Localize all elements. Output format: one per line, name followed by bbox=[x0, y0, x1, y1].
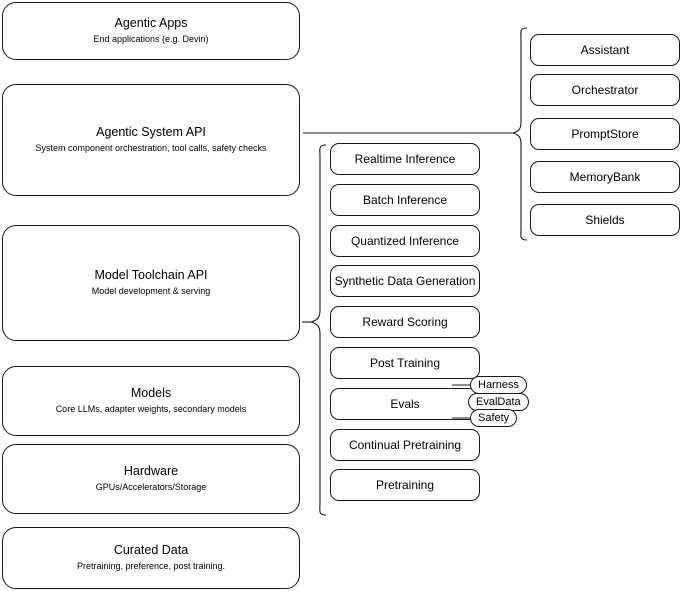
layer-agentic-apps[interactable]: Agentic Apps End applications (e.g. Devi… bbox=[2, 2, 300, 60]
system-item-label: Orchestrator bbox=[571, 83, 639, 97]
system-item-label: Shields bbox=[585, 213, 625, 227]
toolchain-item-quantized-inference[interactable]: Quantized Inference bbox=[330, 225, 480, 257]
toolchain-item-pretraining[interactable]: Pretraining bbox=[330, 469, 480, 501]
layer-subtitle: End applications (e.g. Devin) bbox=[93, 34, 209, 44]
layer-title: Agentic Apps bbox=[114, 16, 188, 30]
layer-subtitle: System component orchestration, tool cal… bbox=[35, 143, 267, 153]
toolchain-item-label: Quantized Inference bbox=[350, 234, 460, 248]
system-item-label: MemoryBank bbox=[569, 170, 641, 184]
system-item-memorybank[interactable]: MemoryBank bbox=[530, 161, 680, 193]
eval-badge-safety[interactable]: Safety bbox=[470, 409, 518, 427]
toolchain-item-label: Post Training bbox=[369, 356, 441, 370]
toolchain-item-label: Synthetic Data Generation bbox=[334, 274, 476, 288]
toolchain-item-continual-pretraining[interactable]: Continual Pretraining bbox=[330, 429, 480, 461]
system-item-orchestrator[interactable]: Orchestrator bbox=[530, 74, 680, 106]
toolchain-item-label: Realtime Inference bbox=[354, 152, 456, 166]
layer-title: Agentic System API bbox=[96, 125, 206, 139]
toolchain-item-realtime-inference[interactable]: Realtime Inference bbox=[330, 143, 480, 175]
layer-model-toolchain-api[interactable]: Model Toolchain API Model development & … bbox=[2, 225, 300, 341]
toolchain-item-synthetic-data-generation[interactable]: Synthetic Data Generation bbox=[330, 265, 480, 297]
layer-title: Models bbox=[130, 386, 172, 400]
eval-badge-harness[interactable]: Harness bbox=[470, 376, 527, 394]
right-brace bbox=[511, 27, 528, 241]
layer-title: Model Toolchain API bbox=[94, 268, 208, 282]
left-brace bbox=[309, 144, 327, 516]
toolchain-item-label: Continual Pretraining bbox=[348, 438, 462, 452]
layer-title: Curated Data bbox=[113, 543, 189, 557]
toolchain-item-label: Evals bbox=[390, 397, 420, 411]
eval-badge-label: Safety bbox=[478, 412, 510, 424]
layer-subtitle: GPUs/Accelerators/Storage bbox=[95, 482, 207, 492]
layer-agentic-system-api[interactable]: Agentic System API System component orch… bbox=[2, 84, 300, 196]
layer-title: Hardware bbox=[123, 464, 179, 478]
system-item-promptstore[interactable]: PromptStore bbox=[530, 118, 680, 150]
eval-badge-label: Harness bbox=[478, 379, 519, 391]
layer-subtitle: Model development & serving bbox=[91, 286, 211, 296]
toolchain-item-batch-inference[interactable]: Batch Inference bbox=[330, 184, 480, 216]
system-item-assistant[interactable]: Assistant bbox=[530, 34, 680, 66]
toolchain-item-reward-scoring[interactable]: Reward Scoring bbox=[330, 306, 480, 338]
system-item-label: Assistant bbox=[580, 43, 630, 57]
system-item-shields[interactable]: Shields bbox=[530, 204, 680, 236]
layer-hardware[interactable]: Hardware GPUs/Accelerators/Storage bbox=[2, 444, 300, 514]
toolchain-item-label: Pretraining bbox=[375, 478, 435, 492]
layer-subtitle: Core LLMs, adapter weights, secondary mo… bbox=[55, 404, 247, 414]
toolchain-item-label: Reward Scoring bbox=[362, 315, 448, 329]
eval-badge-label: EvalData bbox=[476, 396, 521, 408]
toolchain-item-post-training[interactable]: Post Training bbox=[330, 347, 480, 379]
system-item-label: PromptStore bbox=[571, 127, 639, 141]
layer-curated-data[interactable]: Curated Data Pretraining, preference, po… bbox=[2, 527, 300, 589]
layer-models[interactable]: Models Core LLMs, adapter weights, secon… bbox=[2, 366, 300, 436]
layer-subtitle: Pretraining, preference, post training. bbox=[76, 561, 226, 571]
toolchain-item-evals[interactable]: Evals bbox=[330, 388, 480, 420]
toolchain-item-label: Batch Inference bbox=[362, 193, 448, 207]
